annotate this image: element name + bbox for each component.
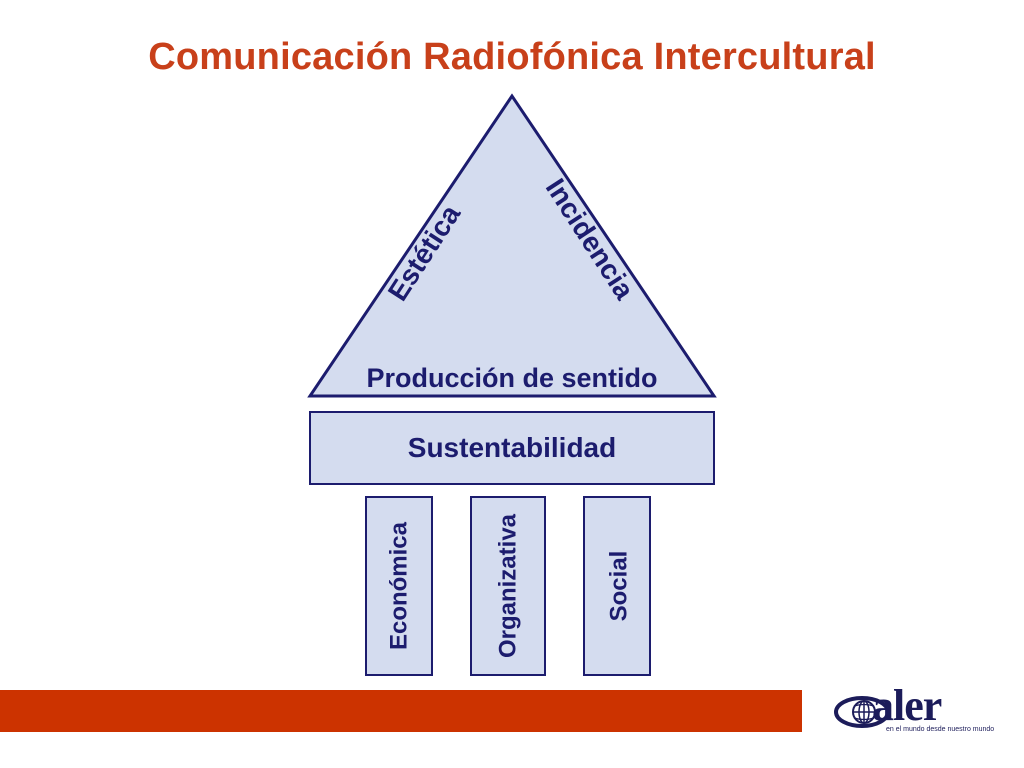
pyramid-diagram: Estética Incidencia Producción de sentid…: [307, 93, 717, 676]
pillar-social: [583, 496, 651, 676]
logo-wordmark: aler: [872, 681, 942, 730]
pillar-economica-label: Económica: [386, 521, 413, 650]
globe-icon: [834, 696, 888, 728]
foundation-label: Sustentabilidad: [408, 432, 616, 463]
foundation-box: [309, 411, 715, 485]
pillar-organizativa: [470, 496, 546, 676]
logo-tagline: en el mundo desde nuestro mundo: [886, 726, 995, 733]
triangle-shape: [307, 93, 717, 398]
pillar-social-label: Social: [606, 551, 633, 622]
pillar-economica: [365, 496, 433, 676]
footer-bar: [0, 690, 802, 732]
pillar-organizativa-label: Organizativa: [495, 513, 522, 658]
slide-title: Comunicación Radiofónica Intercultural: [148, 36, 876, 78]
aler-logo: aler en el mundo desde nuestro mundo: [832, 681, 995, 738]
triangle-base-label: Producción de sentido: [366, 363, 657, 393]
